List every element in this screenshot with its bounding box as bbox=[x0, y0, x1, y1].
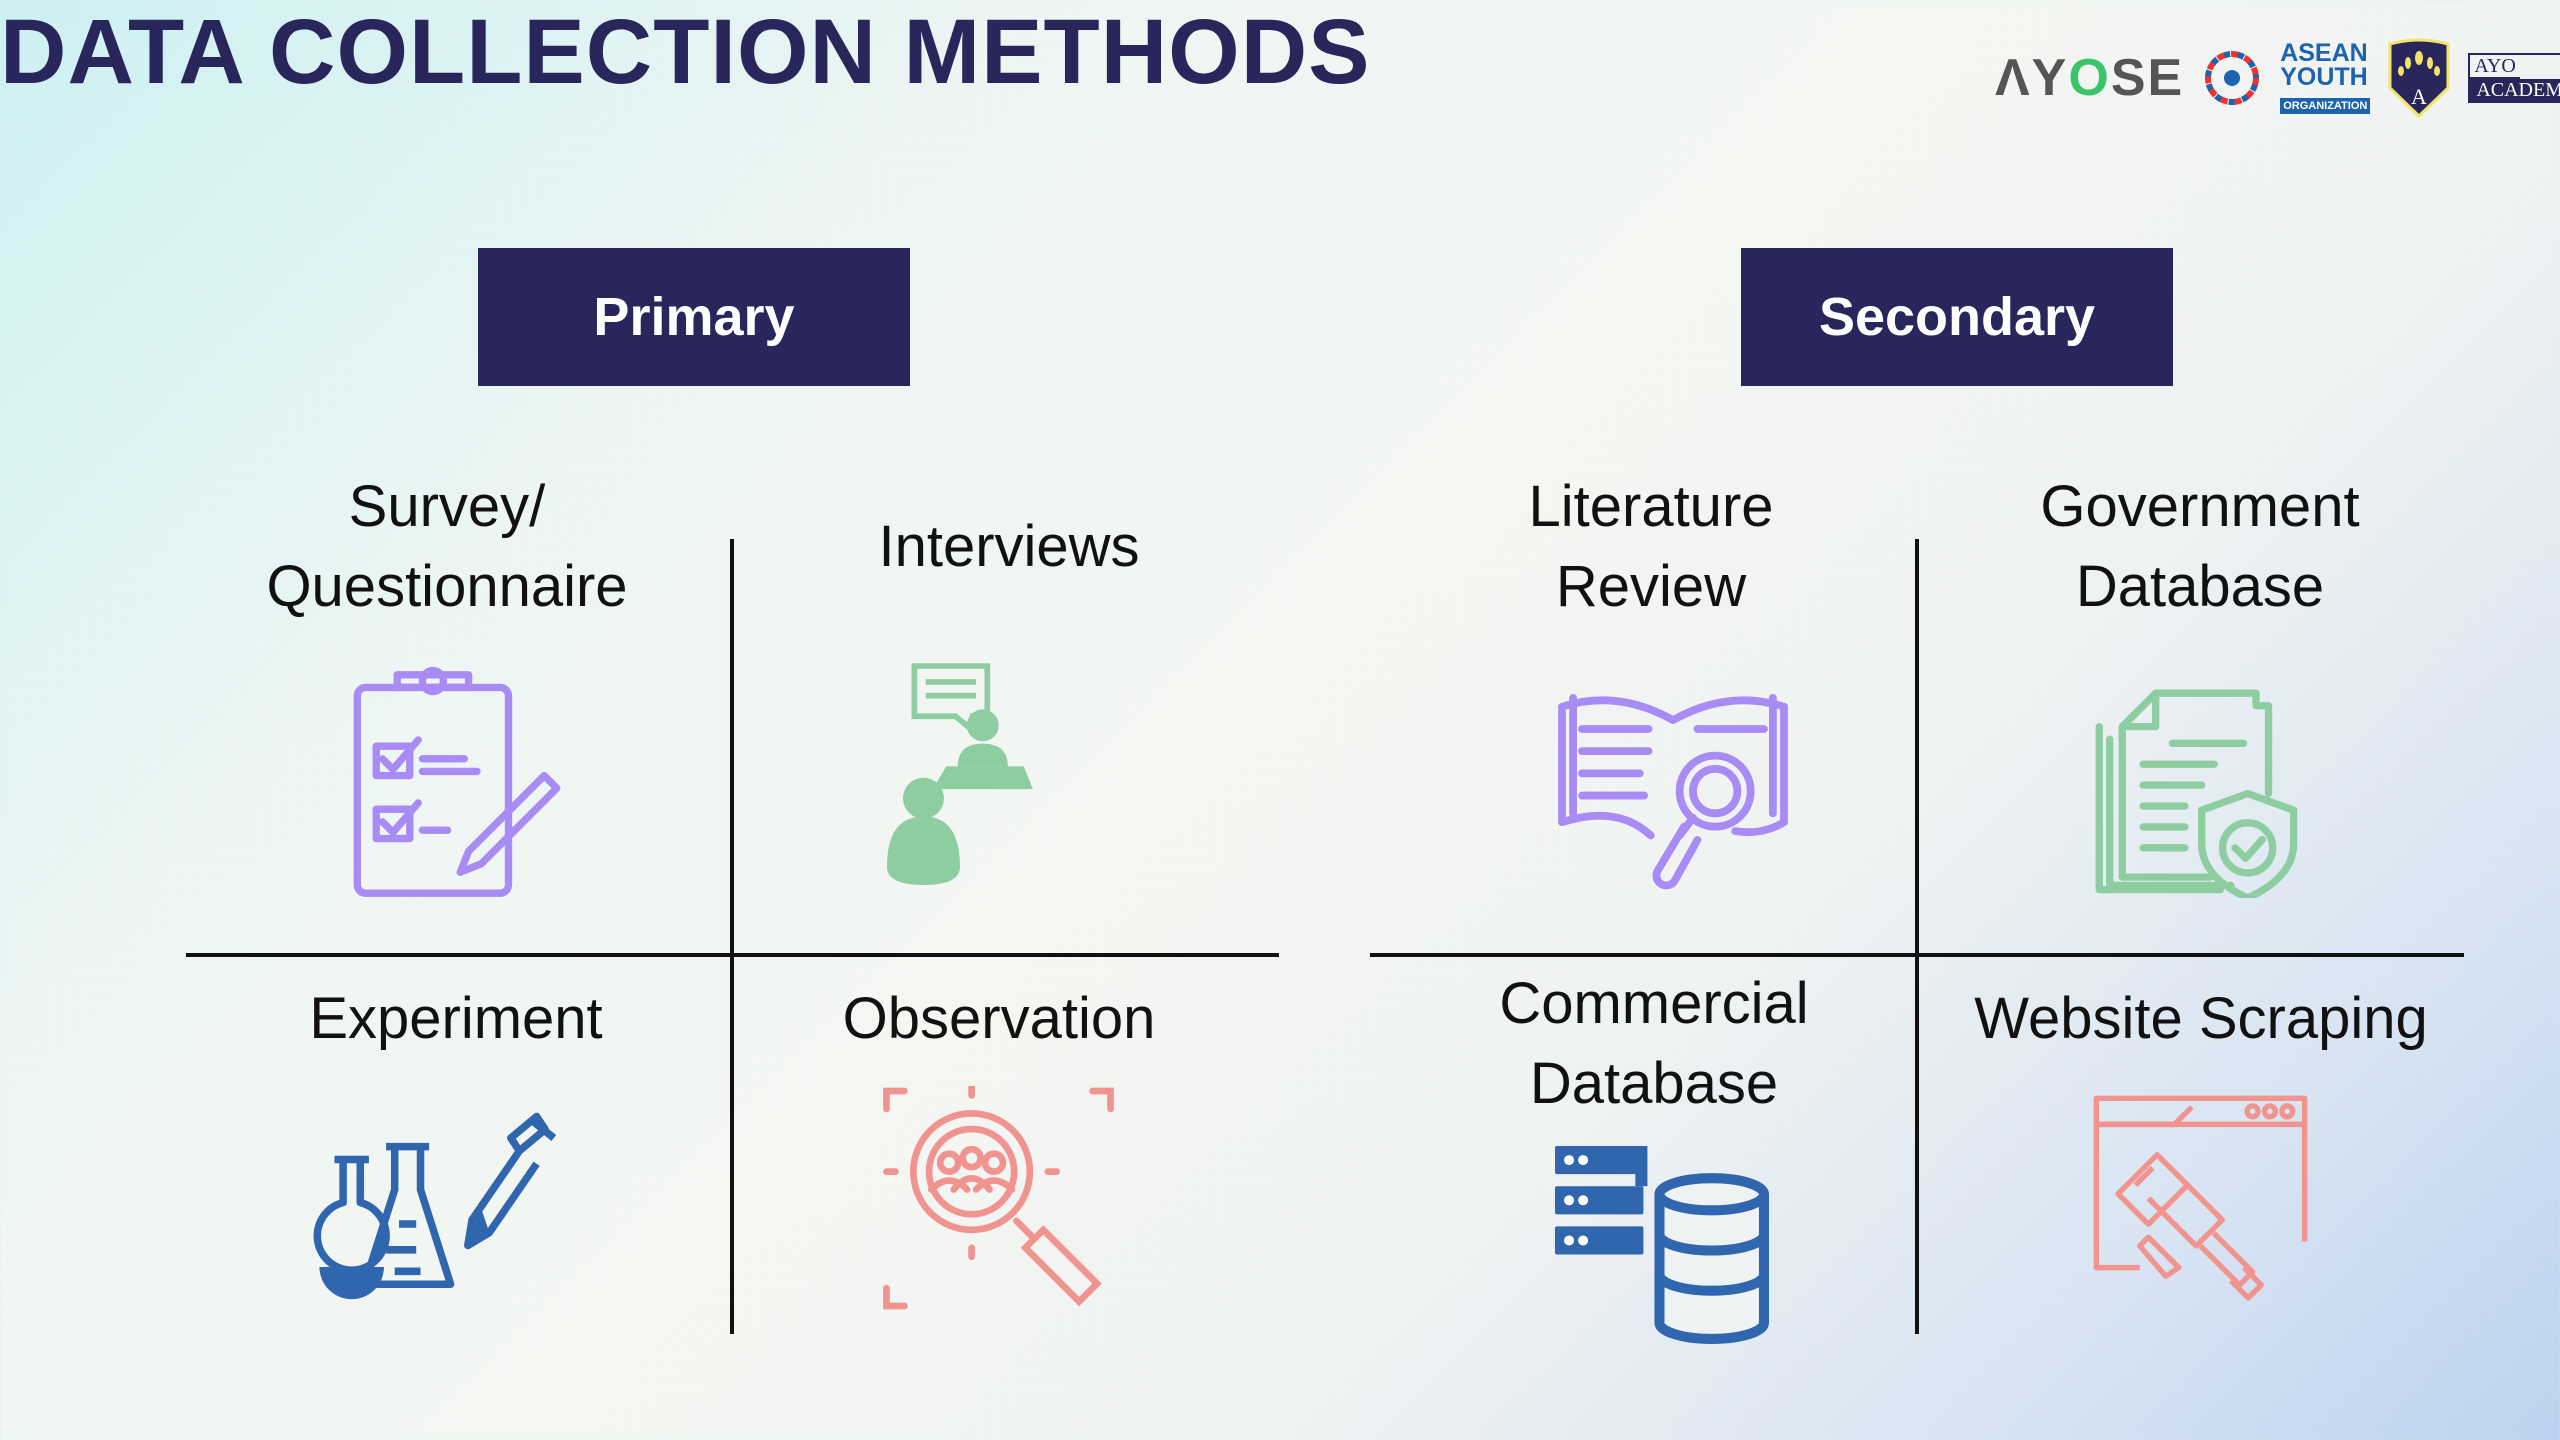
asean-youth-emblem-icon bbox=[2205, 50, 2260, 105]
clipboard-checklist-icon bbox=[353, 666, 561, 897]
lab-flasks-icon bbox=[313, 1112, 557, 1300]
government-database-label: Government Database bbox=[2040, 474, 2360, 619]
secondary-vertical-divider bbox=[1915, 539, 1919, 1334]
primary-vertical-divider bbox=[730, 539, 734, 1334]
document-shield-icon bbox=[2095, 689, 2298, 898]
primary-heading: Primary bbox=[478, 248, 910, 386]
experiment-label: Experiment bbox=[309, 986, 603, 1051]
secondary-heading: Secondary bbox=[1741, 248, 2173, 386]
academy-text: ACADEMY bbox=[2470, 78, 2560, 101]
ayose-logo: ΛYOSE bbox=[1995, 48, 2185, 107]
academy-shield-icon: A bbox=[2388, 38, 2450, 118]
organization-text: ORGANIZATION bbox=[2280, 98, 2371, 114]
website-scraping-label: Website Scraping bbox=[1974, 986, 2428, 1051]
svg-text:A: A bbox=[2411, 84, 2427, 109]
interview-icon bbox=[887, 663, 1033, 885]
partner-logos: ΛYOSE ASEAN YOUTH ORGANIZATION A AYO ACA… bbox=[1995, 35, 2560, 120]
asean-text: ASEAN bbox=[2280, 39, 2368, 67]
survey-label: Survey/ Questionnaire bbox=[266, 474, 628, 619]
asean-youth-logo: ASEAN YOUTH ORGANIZATION bbox=[2280, 39, 2371, 114]
server-database-icon bbox=[1555, 1146, 1769, 1344]
observation-label: Observation bbox=[842, 986, 1156, 1051]
literature-review-label: Literature Review bbox=[1528, 474, 1774, 619]
commercial-database-label: Commercial Database bbox=[1499, 971, 1809, 1116]
book-magnifier-icon bbox=[1558, 693, 1788, 890]
ayo-text: AYO bbox=[2470, 55, 2520, 79]
ayo-academy-logo: AYO ACADEMY bbox=[2468, 52, 2560, 103]
youth-text: YOUTH bbox=[2280, 63, 2368, 91]
interviews-label: Interviews bbox=[878, 514, 1140, 579]
magnifier-people-icon bbox=[883, 1086, 1114, 1310]
browser-scraper-icon bbox=[2093, 1095, 2308, 1301]
page-title: DATA COLLECTION METHODS bbox=[0, 1, 1371, 103]
